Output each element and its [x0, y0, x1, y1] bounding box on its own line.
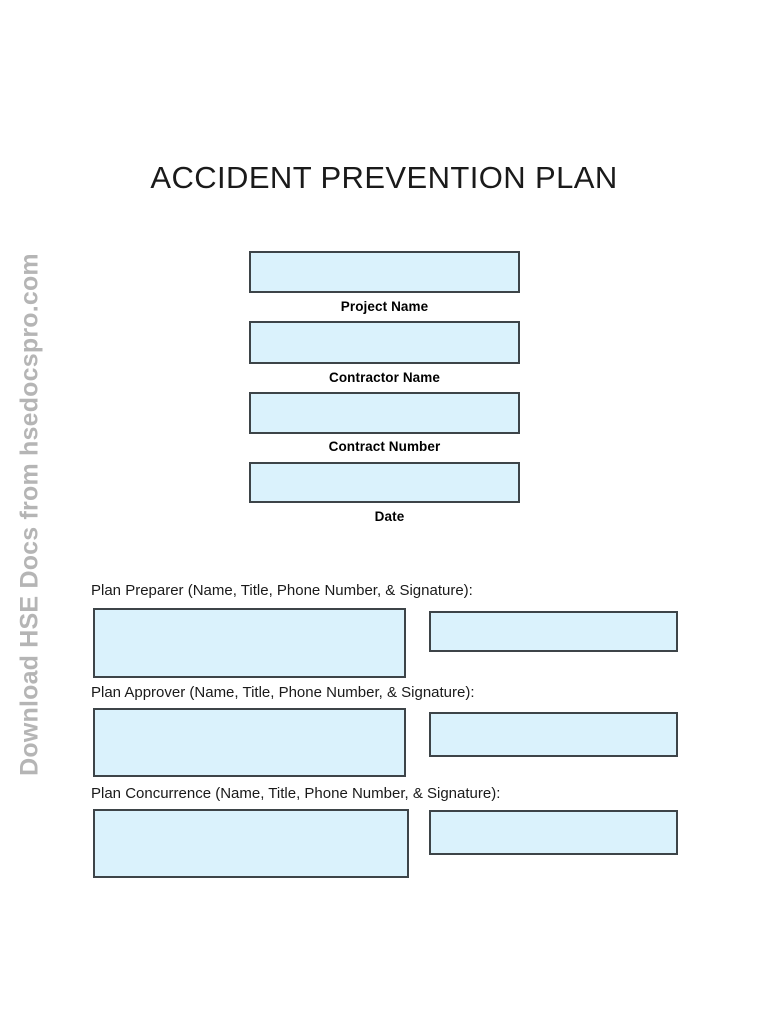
- plan-preparer-signature-input[interactable]: [429, 611, 678, 652]
- contractor-name-label: Contractor Name: [328, 370, 441, 385]
- project-name-label: Project Name: [340, 299, 429, 314]
- plan-preparer-label: Plan Preparer (Name, Title, Phone Number…: [91, 582, 473, 599]
- plan-preparer-info-input[interactable]: [93, 608, 406, 678]
- plan-concurrence-info-input[interactable]: [93, 809, 409, 878]
- page-title: ACCIDENT PREVENTION PLAN: [150, 160, 618, 195]
- project-name-input[interactable]: [249, 251, 520, 293]
- plan-concurrence-signature-input[interactable]: [429, 810, 678, 855]
- contractor-name-input[interactable]: [249, 321, 520, 364]
- plan-approver-label: Plan Approver (Name, Title, Phone Number…: [91, 684, 475, 701]
- contract-number-input[interactable]: [249, 392, 520, 434]
- watermark-text: Download HSE Docs from hsedocspro.com: [15, 253, 44, 776]
- plan-approver-info-input[interactable]: [93, 708, 406, 777]
- plan-concurrence-label: Plan Concurrence (Name, Title, Phone Num…: [91, 785, 501, 802]
- plan-approver-signature-input[interactable]: [429, 712, 678, 757]
- contract-number-label: Contract Number: [328, 439, 441, 454]
- date-input[interactable]: [249, 462, 520, 503]
- date-label: Date: [374, 509, 405, 524]
- watermark: Download HSE Docs from hsedocspro.com: [0, 0, 56, 1024]
